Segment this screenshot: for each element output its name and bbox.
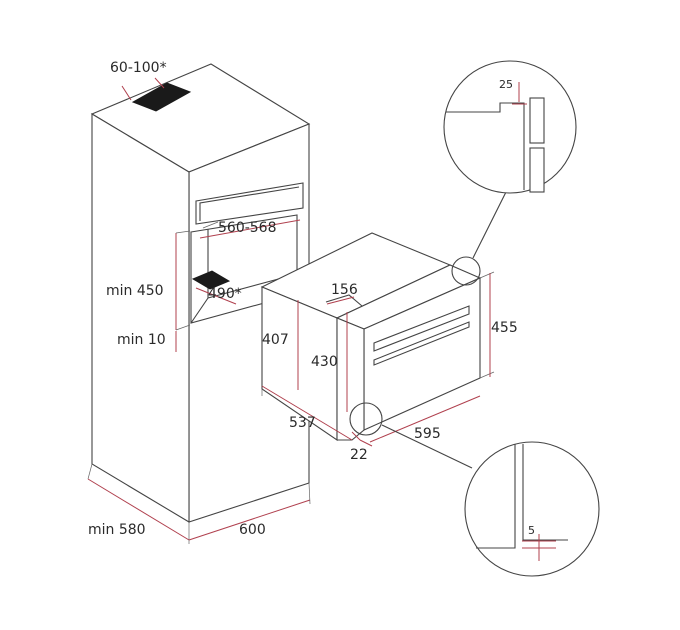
dim-cabinet-depth: min 580 [88, 522, 146, 538]
dimension-lines [87, 77, 495, 544]
dim-oven-inner-height: 430 [311, 354, 338, 370]
dim-oven-front-height: 455 [491, 320, 518, 336]
vent-slot [131, 82, 192, 112]
dim-shelf-depth: 490* [208, 286, 242, 302]
dim-niche-width: 560-568 [218, 220, 277, 236]
dim-vent-top: 60-100* [110, 60, 167, 76]
niche-shelf [191, 270, 231, 290]
dim-niche-height: min 450 [106, 283, 164, 299]
dim-oven-top-step: 156 [331, 282, 358, 298]
detail-callout-top [443, 60, 577, 286]
dim-min-gap: min 10 [117, 332, 166, 348]
dim-oven-front-offset: 22 [350, 447, 368, 463]
dim-oven-side-height: 407 [262, 332, 289, 348]
dim-detail-top: 25 [499, 78, 513, 91]
dim-detail-bottom: 5 [528, 524, 535, 537]
dim-oven-depth: 537 [289, 415, 316, 431]
dim-cabinet-width: 600 [239, 522, 266, 538]
dim-oven-width: 595 [414, 426, 441, 442]
detail-callout-bottom [349, 402, 600, 577]
